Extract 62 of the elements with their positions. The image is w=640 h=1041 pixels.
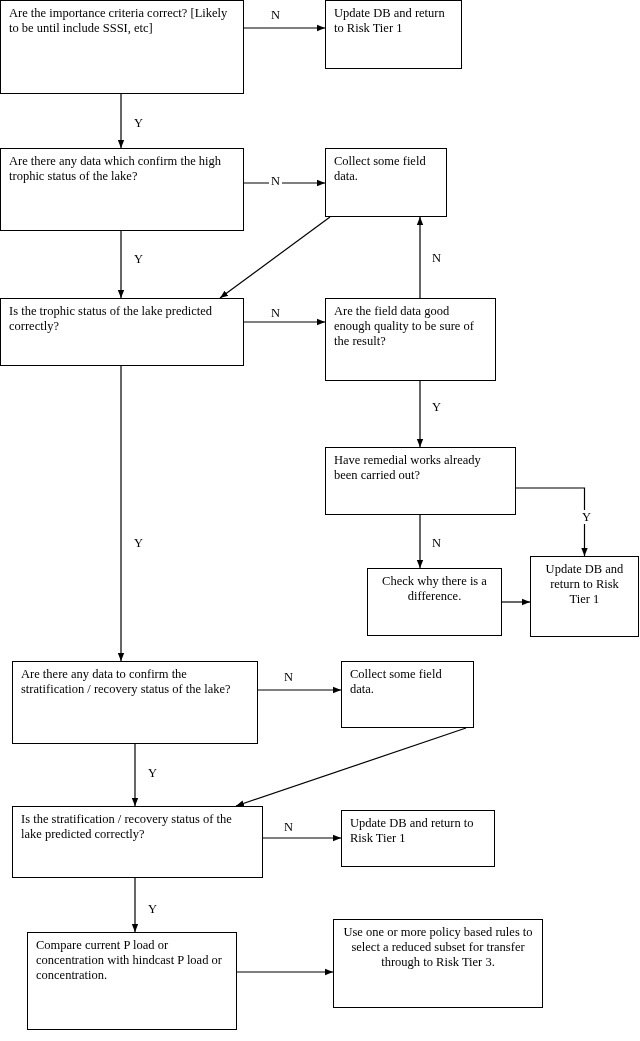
box-text: Are the field data good enough quality to be sure of the result? bbox=[334, 304, 475, 349]
box-text: Check why there is a difference. bbox=[381, 574, 488, 604]
edge-label: Y bbox=[132, 252, 146, 266]
process-box bbox=[12, 661, 258, 744]
arrow bbox=[515, 487, 588, 557]
process-box bbox=[325, 0, 462, 69]
process-box bbox=[12, 806, 263, 878]
arrow bbox=[219, 216, 331, 299]
arrow bbox=[236, 968, 334, 976]
box-text: Collect some field data. bbox=[334, 154, 427, 184]
arrow bbox=[117, 365, 125, 662]
process-box bbox=[325, 298, 496, 381]
arrow bbox=[416, 514, 424, 569]
edge-label: Y bbox=[146, 766, 160, 780]
process-box bbox=[341, 810, 495, 867]
box-text: Are the importance criteria correct? [Likely to be until include SSSI, etc] bbox=[9, 6, 229, 36]
box-text: Update DB and return to Risk Tier 1 bbox=[334, 6, 446, 36]
edge-label: N bbox=[269, 8, 283, 22]
process-box bbox=[530, 556, 639, 637]
edge-label: Y bbox=[580, 510, 594, 524]
process-box bbox=[0, 0, 244, 94]
arrow bbox=[117, 93, 125, 149]
arrow bbox=[262, 834, 342, 842]
box-text: Update DB and return to Risk Tier 1 bbox=[350, 816, 475, 846]
process-box bbox=[367, 568, 502, 636]
box-text: Have remedial works already been carried out? bbox=[334, 453, 482, 483]
arrow bbox=[243, 318, 326, 326]
box-text: Is the trophic status of the lake predicted correctly? bbox=[9, 304, 214, 334]
process-box bbox=[0, 298, 244, 366]
edge-label: N bbox=[430, 251, 444, 265]
arrow bbox=[257, 686, 342, 694]
arrow bbox=[243, 179, 326, 187]
process-box bbox=[325, 447, 516, 515]
edge-label: N bbox=[269, 174, 283, 188]
process-box bbox=[341, 661, 474, 728]
edge-label: Y bbox=[132, 116, 146, 130]
box-text: Are there any data which confirm the high trophic status of the lake? bbox=[9, 154, 223, 184]
box-text: Update DB and return to Risk Tier 1 bbox=[544, 562, 625, 607]
box-text: Compare current P load or concentration with hindcast P load or concentration. bbox=[36, 938, 223, 983]
box-text: Collect some field data. bbox=[350, 667, 443, 697]
process-box bbox=[333, 919, 543, 1008]
edge-label: Y bbox=[132, 536, 146, 550]
arrow bbox=[117, 230, 125, 299]
edge-label: Y bbox=[430, 400, 444, 414]
edge-label: N bbox=[282, 670, 296, 684]
edge-label: Y bbox=[146, 902, 160, 916]
arrow bbox=[501, 598, 531, 606]
process-box bbox=[325, 148, 447, 217]
arrow bbox=[243, 24, 326, 32]
box-text: Are there any data to confirm the stratification / recovery status of the lake? bbox=[21, 667, 232, 697]
process-box bbox=[0, 148, 244, 231]
box-text: Is the stratification / recovery status of the lake predicted correctly? bbox=[21, 812, 233, 842]
arrow bbox=[416, 380, 424, 448]
arrow bbox=[235, 727, 467, 807]
edge-label: N bbox=[269, 306, 283, 320]
box-text: Use one or more policy based rules to select a reduced subset for transfer through to Risk Tier 3. bbox=[342, 925, 534, 970]
arrow bbox=[416, 216, 424, 299]
edge-label: N bbox=[430, 536, 444, 550]
arrow bbox=[131, 743, 139, 807]
edge-label: N bbox=[282, 820, 296, 834]
process-box bbox=[27, 932, 237, 1030]
arrow bbox=[131, 877, 139, 933]
